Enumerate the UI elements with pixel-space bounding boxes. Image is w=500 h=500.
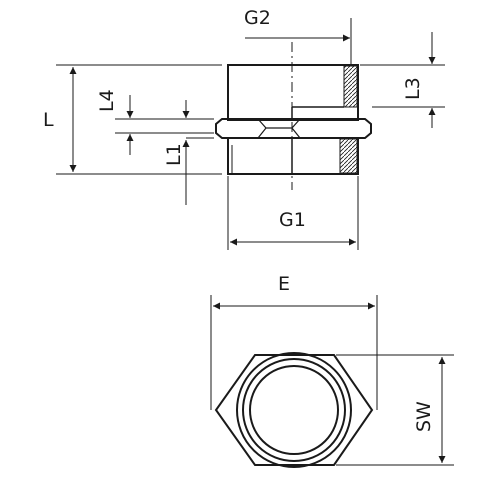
hex-collar (215, 118, 372, 139)
dimension-l4: L4 (96, 89, 214, 155)
dimension-e: E (210, 273, 378, 410)
label-l: L (43, 109, 54, 131)
lower-body (227, 137, 359, 175)
inner-bore (249, 365, 339, 455)
hex-edge (257, 118, 301, 139)
dimension-l3: L3 (360, 32, 445, 128)
outer-ring (236, 352, 352, 468)
upper-wall-section (343, 65, 358, 108)
label-sw: SW (413, 401, 435, 432)
middle-ring (242, 358, 346, 462)
dimension-l: L (43, 64, 222, 175)
label-l3: L3 (402, 77, 424, 100)
side-view (215, 42, 372, 190)
dimension-sw: SW (336, 354, 454, 466)
label-e: E (278, 273, 290, 295)
dimension-l1: L1 (163, 100, 214, 205)
lower-wall-section (339, 138, 358, 174)
dimension-g1: G1 (227, 176, 359, 250)
label-l1: L1 (163, 143, 185, 166)
upper-body (227, 64, 359, 121)
label-l4: L4 (96, 89, 118, 112)
hex-outline (214, 354, 374, 466)
label-g1: G1 (279, 209, 306, 231)
dimension-g2: G2 (244, 7, 352, 64)
label-g2: G2 (244, 7, 271, 29)
top-view (214, 352, 374, 468)
